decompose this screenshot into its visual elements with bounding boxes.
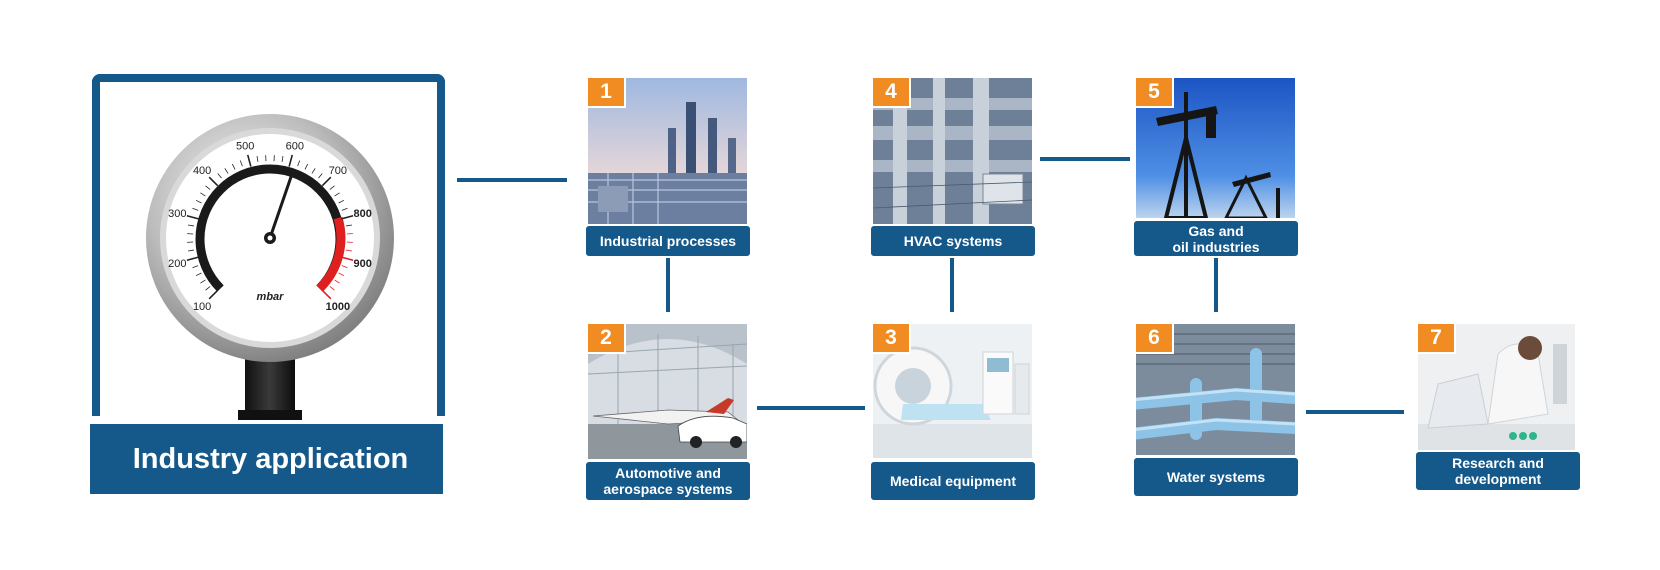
- gauge-tick: [205, 185, 211, 190]
- item-2-label: Automotive and aerospace systems: [586, 462, 750, 500]
- connector-1-to-2: [666, 258, 670, 312]
- gauge-tick: [341, 256, 354, 262]
- item-1-number: 1: [588, 78, 626, 108]
- gauge-tick: [200, 279, 206, 284]
- gauge-tick: [246, 154, 252, 167]
- gauge-tick: [345, 224, 353, 227]
- gauge-scale-label: 100: [193, 301, 211, 313]
- item-5-number: 5: [1136, 78, 1174, 108]
- item-5-label: Gas and oil industries: [1134, 221, 1298, 256]
- item-2-number: 2: [588, 324, 626, 354]
- connector-6-to-7: [1306, 410, 1404, 414]
- gauge-tick: [217, 173, 222, 179]
- connector-main-to-1: [457, 178, 567, 182]
- gauge-scale-label: 300: [168, 208, 186, 220]
- gauge-tick: [281, 155, 284, 163]
- gauge-scale-label: 500: [236, 140, 254, 152]
- gauge-scale-label: 200: [168, 258, 186, 270]
- connector-5-to-6: [1214, 258, 1218, 312]
- gauge-tick: [256, 155, 259, 163]
- gauge-tick: [321, 289, 332, 300]
- gauge-tick: [195, 272, 202, 277]
- gauge-tick: [231, 163, 236, 170]
- gauge-tick: [208, 289, 219, 300]
- gauge-tick: [200, 192, 206, 197]
- gauge-scale-label: 1000: [326, 301, 350, 313]
- gauge-tick: [205, 286, 211, 291]
- gauge-tick: [195, 199, 202, 204]
- gauge-tick: [311, 168, 316, 174]
- item-3-label: Medical equipment: [871, 462, 1035, 500]
- item-4-number: 4: [873, 78, 911, 108]
- item-7-number: 7: [1418, 324, 1456, 354]
- gauge-tick: [297, 160, 301, 167]
- connector-3-to-4: [950, 258, 954, 312]
- main-title: Industry application: [90, 424, 443, 494]
- refinery-photo: 1: [588, 78, 747, 224]
- gauge-tick: [329, 286, 335, 291]
- lab-photo: 7: [1418, 324, 1575, 450]
- gauge-tick: [334, 192, 340, 197]
- gauge-tick: [208, 176, 219, 187]
- gauge-tick: [321, 176, 332, 187]
- gauge-unit: mbar: [257, 291, 285, 303]
- item-6-label: Water systems: [1134, 458, 1298, 496]
- gauge-scale-label: 800: [354, 208, 372, 220]
- gauge-tick: [341, 214, 354, 220]
- gauge-tick: [224, 168, 229, 174]
- gauge-scale-label: 900: [354, 258, 372, 270]
- oil-pump-photo: 5: [1136, 78, 1295, 218]
- gauge-tick: [338, 199, 345, 204]
- gauge-scale-label: 700: [329, 165, 347, 177]
- item-7-label: Research and development: [1416, 452, 1580, 490]
- gauge-tick: [304, 163, 309, 170]
- item-4-label: HVAC systems: [871, 226, 1035, 256]
- gauge-tick: [239, 160, 243, 167]
- gauge-tick: [187, 249, 195, 252]
- gauge-tick: [186, 214, 199, 220]
- gauge-tick: [288, 154, 294, 167]
- gauge-tick: [338, 272, 345, 277]
- pressure-gauge: 100 200 300 400 500 600 700 800 900 1000 mbar: [140, 110, 402, 420]
- application-frame: [92, 74, 445, 416]
- gauge-tick: [341, 265, 348, 269]
- ducts-photo: 4: [873, 78, 1032, 224]
- item-3-number: 3: [873, 324, 911, 354]
- connector-4-to-5: [1040, 157, 1130, 161]
- gauge-scale-label: 400: [193, 165, 211, 177]
- connector-2-to-3: [757, 406, 865, 410]
- gauge-tick: [341, 207, 348, 211]
- gauge-tick: [186, 256, 199, 262]
- gauge-scale-label: 600: [286, 140, 304, 152]
- pipes-photo: 6: [1136, 324, 1295, 455]
- hangar-photo: 2: [588, 324, 747, 459]
- gauge-tick: [192, 207, 199, 211]
- item-6-number: 6: [1136, 324, 1174, 354]
- item-1-label: Industrial processes: [586, 226, 750, 256]
- gauge-tick: [192, 265, 199, 269]
- gauge-tick: [329, 185, 335, 190]
- gauge-tick: [187, 224, 195, 227]
- gauge-tick: [334, 279, 340, 284]
- gauge-tick: [318, 173, 323, 179]
- gauge-tick: [345, 249, 353, 252]
- gauge-ticks: [186, 154, 354, 300]
- mri-photo: 3: [873, 324, 1032, 458]
